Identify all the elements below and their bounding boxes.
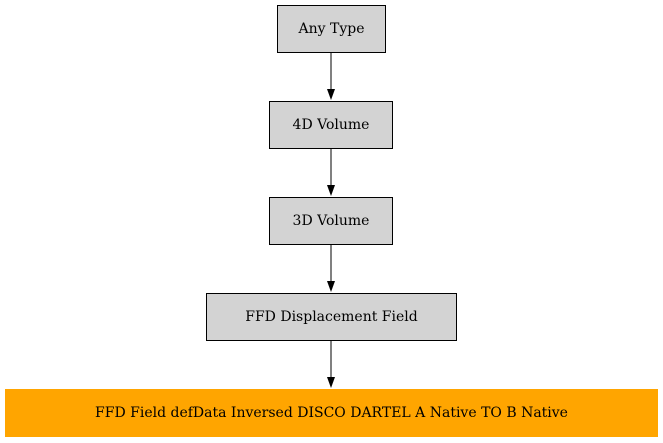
edge-4d-volume-to-3d-volume [327, 149, 335, 196]
node-4d-volume: 4D Volume [269, 101, 393, 149]
node-ffd-displacement-field: FFD Displacement Field [206, 293, 457, 341]
node-label: 4D Volume [292, 117, 370, 133]
edge-3d-volume-to-ffd-displacement-field [327, 245, 335, 292]
node-label: FFD Displacement Field [245, 309, 418, 325]
node-3d-volume: 3D Volume [269, 197, 393, 245]
node-label: 3D Volume [292, 213, 370, 229]
node-label: FFD Field defData Inversed DISCO DARTEL … [95, 405, 568, 421]
node-ffd-field-defdata-inversed: FFD Field defData Inversed DISCO DARTEL … [5, 389, 658, 437]
edge-any-type-to-4d-volume [327, 53, 335, 100]
node-any-type: Any Type [277, 5, 386, 53]
node-label: Any Type [298, 21, 365, 37]
edge-ffd-displacement-field-to-ffd-field-defdata [327, 341, 335, 388]
